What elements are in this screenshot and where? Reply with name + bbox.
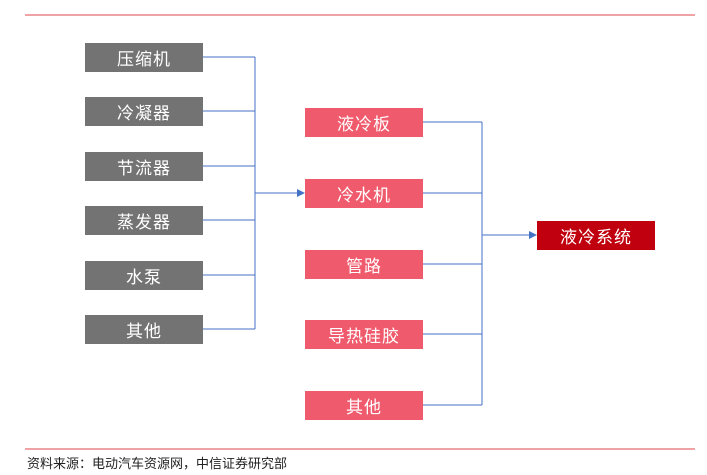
component-box-water-pump: 水泵 — [85, 261, 203, 290]
top-rule — [25, 14, 695, 16]
bottom-rule — [25, 448, 695, 450]
component-box-condenser: 冷凝器 — [85, 97, 203, 126]
subsystem-box-cold-plate: 液冷板 — [305, 108, 423, 137]
component-box-throttle: 节流器 — [85, 152, 203, 181]
component-box-evaporator: 蒸发器 — [85, 206, 203, 235]
component-box-compressor: 压缩机 — [85, 43, 203, 72]
component-box-other: 其他 — [85, 315, 203, 344]
subsystem-box-thermal-silicone: 导热硅胶 — [305, 320, 423, 349]
subsystem-box-chiller: 冷水机 — [305, 179, 423, 208]
subsystem-box-other: 其他 — [305, 391, 423, 420]
system-box-liquid-cooling: 液冷系统 — [537, 221, 655, 250]
subsystem-box-piping: 管路 — [305, 250, 423, 279]
source-note: 资料来源：电动汽车资源网，中信证券研究部 — [27, 457, 288, 472]
